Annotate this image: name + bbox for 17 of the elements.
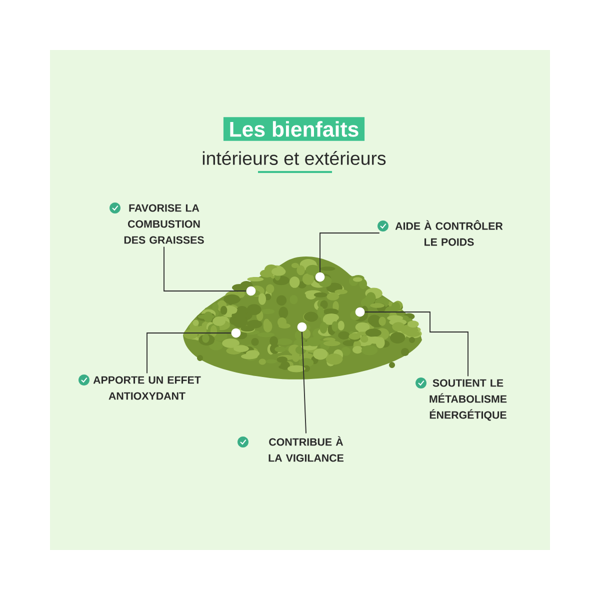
marker-dot bbox=[246, 286, 256, 296]
callout-text: FAVORISE LA COMBUSTION DES GRAISSES bbox=[124, 204, 204, 244]
leader-line bbox=[146, 332, 232, 374]
marker-dot bbox=[231, 328, 241, 338]
callout-text: SOUTIENT LE MÉTABOLISME ÉNERGÉTIQUE bbox=[430, 379, 507, 421]
callout-text: CONTRIBUE À LA VIGILANCE bbox=[268, 436, 344, 462]
marker-dot bbox=[355, 307, 365, 317]
callout-text: AIDE À CONTRÔLER LE POIDS bbox=[395, 220, 503, 246]
callout-text: APPORTE UN EFFET ANTIOXYDANT bbox=[93, 376, 201, 400]
leader-line bbox=[164, 246, 247, 292]
marker-dot bbox=[315, 272, 325, 282]
leader-line bbox=[302, 331, 306, 434]
subtitle: intérieurs et extérieurs bbox=[202, 151, 386, 165]
marker-dot bbox=[297, 322, 307, 332]
title: Les bienfaits bbox=[223, 117, 365, 141]
leader-line bbox=[364, 312, 468, 377]
leader-line bbox=[320, 232, 380, 273]
